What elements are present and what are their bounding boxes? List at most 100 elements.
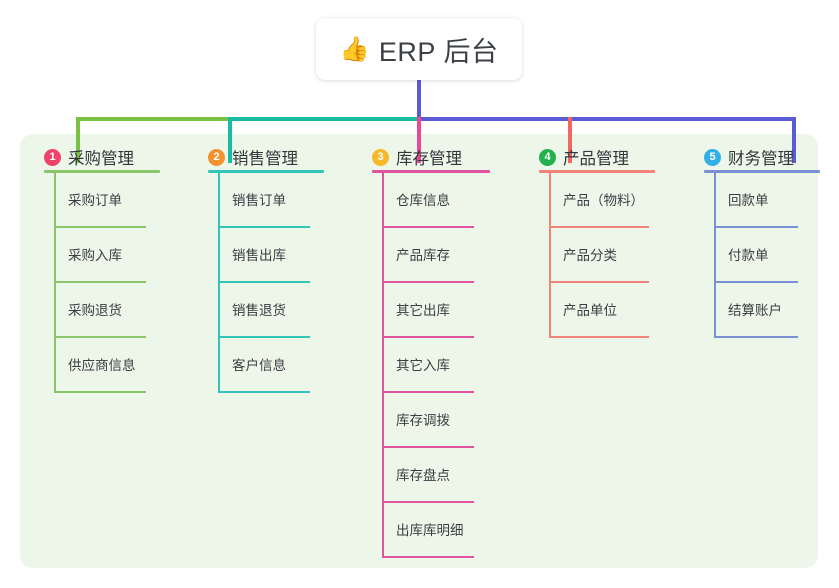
list-item[interactable]: 库存盘点 [360, 448, 490, 503]
list-item[interactable]: 采购退货 [32, 283, 160, 338]
item-label: 产品库存 [396, 248, 450, 263]
item-label: 产品分类 [563, 248, 617, 263]
item-label: 供应商信息 [68, 358, 136, 373]
list-item[interactable]: 采购订单 [32, 173, 160, 228]
item-spine [382, 338, 384, 393]
list-item[interactable]: 出库库明细 [360, 503, 490, 558]
list-item[interactable]: 库存调拨 [360, 393, 490, 448]
column-title-sales-management: 销售管理 [232, 150, 298, 168]
item-label: 采购入库 [68, 248, 122, 263]
column-badge-product-management: 4 [539, 148, 556, 166]
column-title-product-management: 产品管理 [563, 150, 629, 168]
root-title-text: ERP 后台 [378, 36, 499, 67]
item-label: 采购订单 [68, 193, 122, 208]
item-label: 销售订单 [232, 193, 286, 208]
column-items-inventory-management: 仓库信息产品库存其它出库其它入库库存调拨库存盘点出库库明细 [360, 173, 490, 558]
thumbs-up-icon: 👍 [339, 36, 370, 63]
column-title-inventory-management: 库存管理 [396, 150, 462, 168]
list-item[interactable]: 产品单位 [527, 283, 655, 338]
item-label: 库存盘点 [396, 468, 450, 483]
column-badge-purchase-management: 1 [44, 148, 61, 166]
item-rule [549, 226, 649, 228]
column-items-purchase-management: 采购订单采购入库采购退货供应商信息 [32, 173, 160, 393]
item-spine [218, 283, 220, 338]
list-item[interactable]: 回款单 [692, 173, 820, 228]
item-rule [54, 391, 146, 393]
item-rule [382, 336, 474, 338]
item-rule [382, 556, 474, 558]
list-item[interactable]: 供应商信息 [32, 338, 160, 393]
item-rule [218, 391, 310, 393]
list-item[interactable]: 其它入库 [360, 338, 490, 393]
item-spine [54, 228, 56, 283]
item-label: 销售出库 [232, 248, 286, 263]
item-rule [218, 336, 310, 338]
column-inventory-management: 3 库存管理仓库信息产品库存其它出库其它入库库存调拨库存盘点出库库明细 [360, 144, 490, 558]
list-item[interactable]: 销售出库 [196, 228, 324, 283]
item-rule [54, 226, 146, 228]
list-item[interactable]: 采购入库 [32, 228, 160, 283]
list-item[interactable]: 结算账户 [692, 283, 820, 338]
item-rule [54, 281, 146, 283]
item-label: 其它出库 [396, 303, 450, 318]
item-rule [382, 226, 474, 228]
item-spine [382, 228, 384, 283]
list-item[interactable]: 产品库存 [360, 228, 490, 283]
item-label: 仓库信息 [396, 193, 450, 208]
list-item[interactable]: 付款单 [692, 228, 820, 283]
column-rule-sales-management [208, 170, 324, 173]
item-label: 付款单 [728, 248, 769, 263]
list-item[interactable]: 产品（物料） [527, 173, 655, 228]
column-items-product-management: 产品（物料） 产品分类产品单位 [527, 173, 655, 338]
item-rule [549, 281, 649, 283]
item-label: 采购退货 [68, 303, 122, 318]
item-label: 产品单位 [563, 303, 617, 318]
item-spine [218, 173, 220, 228]
item-label: 其它入库 [396, 358, 450, 373]
list-item[interactable]: 其它出库 [360, 283, 490, 338]
item-label: 库存调拨 [396, 413, 450, 428]
item-rule [714, 226, 798, 228]
column-header-inventory-management[interactable]: 3 库存管理 [360, 144, 490, 170]
item-spine [54, 283, 56, 338]
list-item[interactable]: 客户信息 [196, 338, 324, 393]
item-rule [382, 391, 474, 393]
column-rule-finance-management [704, 170, 820, 173]
item-spine [382, 173, 384, 228]
column-header-product-management[interactable]: 4 产品管理 [527, 144, 655, 170]
item-spine [549, 228, 551, 283]
item-rule [218, 281, 310, 283]
column-badge-inventory-management: 3 [372, 148, 389, 166]
list-item[interactable]: 仓库信息 [360, 173, 490, 228]
item-spine [382, 503, 384, 558]
item-spine [714, 228, 716, 283]
item-spine [54, 338, 56, 393]
item-rule [714, 336, 798, 338]
root-title: 👍 ERP 后台 [340, 30, 499, 69]
column-product-management: 4 产品管理产品（物料） 产品分类产品单位 [527, 144, 655, 338]
item-rule [54, 336, 146, 338]
root-node[interactable]: 👍 ERP 后台 [316, 18, 522, 80]
item-rule [218, 226, 310, 228]
item-label: 客户信息 [232, 358, 286, 373]
list-item[interactable]: 销售订单 [196, 173, 324, 228]
column-rule-inventory-management [372, 170, 490, 173]
item-label: 结算账户 [728, 303, 782, 318]
item-rule [714, 281, 798, 283]
column-badge-finance-management: 5 [704, 148, 721, 166]
item-label: 回款单 [728, 193, 769, 208]
item-spine [54, 173, 56, 228]
item-spine [714, 283, 716, 338]
column-rule-product-management [539, 170, 655, 173]
list-item[interactable]: 产品分类 [527, 228, 655, 283]
item-spine [382, 283, 384, 338]
item-rule [549, 336, 649, 338]
list-item[interactable]: 销售退货 [196, 283, 324, 338]
item-spine [218, 228, 220, 283]
